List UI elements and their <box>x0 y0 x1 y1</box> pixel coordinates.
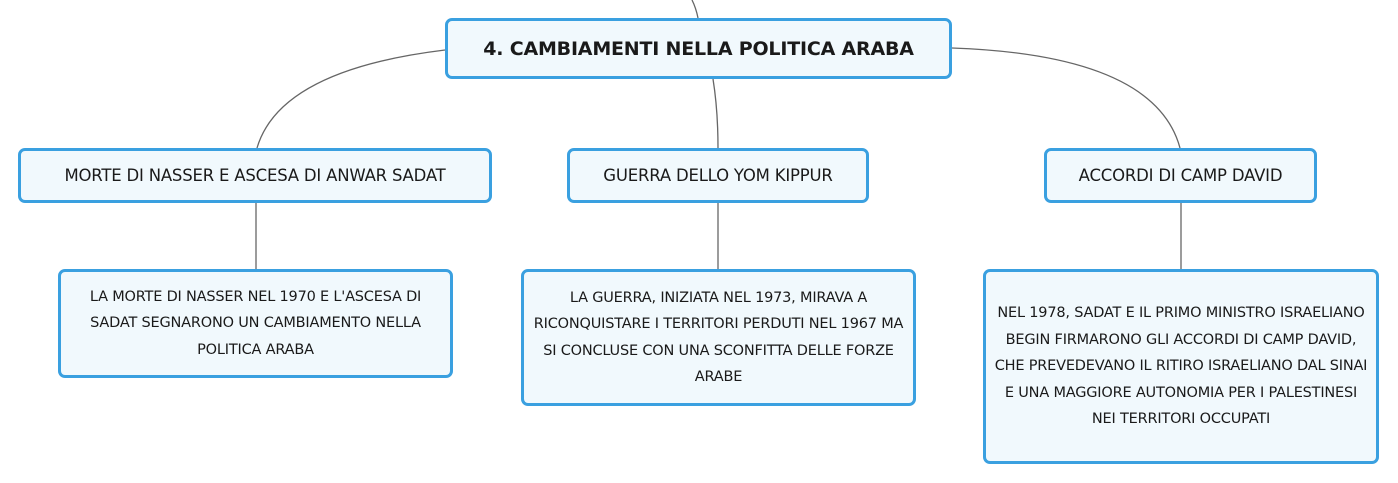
detail-nasser-sadat[interactable]: LA MORTE DI NASSER NEL 1970 E L'ASCESA D… <box>58 269 453 378</box>
connector-root-to-branch-1 <box>256 49 446 149</box>
branch-label: GUERRA DELLO YOM KIPPUR <box>603 166 833 185</box>
detail-text: NEL 1978, SADAT E IL PRIMO MINISTRO ISRA… <box>994 305 1368 428</box>
root-topic-label: 4. CAMBIAMENTI NELLA POLITICA ARABA <box>483 37 914 60</box>
branch-camp-david[interactable]: ACCORDI DI CAMP DAVID <box>1044 148 1317 203</box>
connector-root-to-branch-2 <box>712 78 719 149</box>
detail-yom-kippur[interactable]: LA GUERRA, INIZIATA NEL 1973, MIRAVA A R… <box>521 269 916 406</box>
detail-text: LA GUERRA, INIZIATA NEL 1973, MIRAVA A R… <box>533 289 904 386</box>
branch-yom-kippur[interactable]: GUERRA DELLO YOM KIPPUR <box>567 148 869 203</box>
branch-label: ACCORDI DI CAMP DAVID <box>1078 166 1283 185</box>
branch-nasser-sadat[interactable]: MORTE DI NASSER E ASCESA DI ANWAR SADAT <box>18 148 492 203</box>
detail-camp-david[interactable]: NEL 1978, SADAT E IL PRIMO MINISTRO ISRA… <box>983 269 1379 464</box>
branch-label: MORTE DI NASSER E ASCESA DI ANWAR SADAT <box>64 166 446 185</box>
connector-root-to-branch-3 <box>951 47 1181 149</box>
connector-incoming <box>691 0 699 19</box>
root-topic[interactable]: 4. CAMBIAMENTI NELLA POLITICA ARABA <box>445 18 952 79</box>
detail-text: LA MORTE DI NASSER NEL 1970 E L'ASCESA D… <box>89 288 422 358</box>
